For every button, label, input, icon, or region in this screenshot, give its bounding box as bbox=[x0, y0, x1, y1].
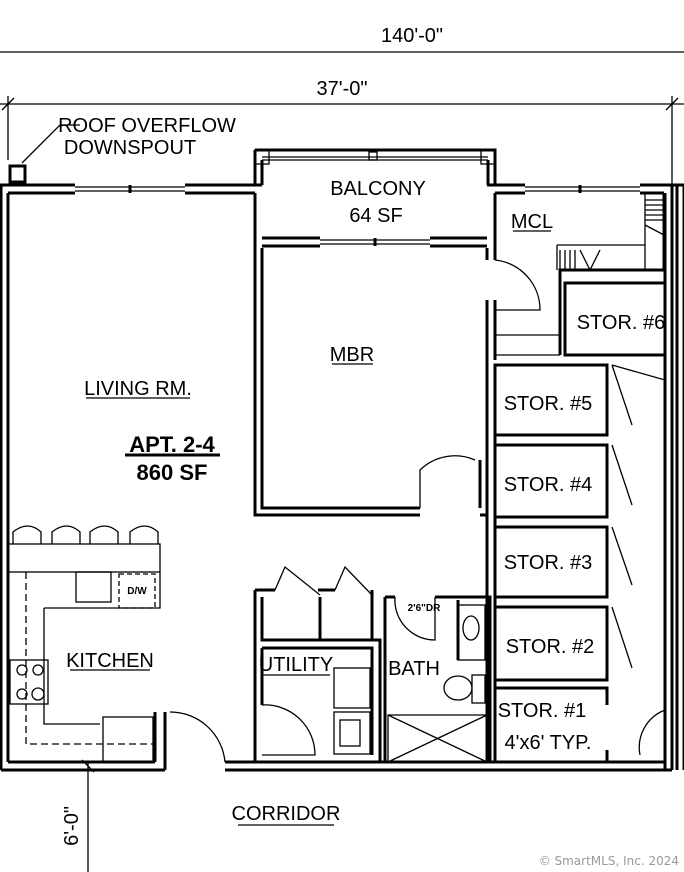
storage-2-label: STOR. #2 bbox=[506, 636, 595, 658]
unit-width-dimension: 37'-0" bbox=[317, 78, 368, 100]
roof-overflow-note: ROOF OVERFLOW DOWNSPOUT bbox=[8, 115, 236, 184]
storage-6-label: STOR. #6 bbox=[577, 312, 666, 334]
kitchen-fixtures bbox=[7, 525, 161, 763]
bath-door-label: 2'6"DR bbox=[408, 603, 441, 614]
unit-area: 860 SF bbox=[137, 460, 208, 485]
svg-text:DOWNSPOUT: DOWNSPOUT bbox=[64, 137, 196, 159]
downspout bbox=[8, 164, 27, 184]
balcony-area: 64 SF bbox=[349, 205, 402, 227]
storage-size-note: 4'x6' TYP. bbox=[505, 732, 592, 754]
utility-label: UTILITY bbox=[259, 654, 333, 676]
storage-1-label: STOR. #1 bbox=[498, 700, 587, 722]
copyright-watermark: © SmartMLS, Inc. 2024 bbox=[539, 854, 679, 868]
corridor-label: CORRIDOR bbox=[232, 803, 341, 825]
kitchen-label: KITCHEN bbox=[66, 650, 154, 672]
mcl-label: MCL bbox=[511, 211, 553, 233]
room-labels: BALCONY 64 SF MBR MCL LIVING RM. APT. 2-… bbox=[66, 178, 666, 826]
dishwasher-label: D/W bbox=[127, 586, 147, 597]
unit-name: APT. 2-4 bbox=[129, 432, 215, 457]
storage-5-label: STOR. #5 bbox=[504, 393, 593, 415]
living-room-label: LIVING RM. bbox=[84, 378, 192, 400]
balcony-label: BALCONY bbox=[330, 178, 426, 200]
overall-dimension: 140'-0" bbox=[381, 25, 443, 47]
storage-4-label: STOR. #4 bbox=[504, 474, 593, 496]
svg-text:ROOF OVERFLOW: ROOF OVERFLOW bbox=[58, 115, 236, 137]
corridor-offset-dimension: 6'-0" bbox=[61, 806, 83, 846]
walls bbox=[0, 148, 684, 772]
storage-3-label: STOR. #3 bbox=[504, 552, 593, 574]
mbr-label: MBR bbox=[330, 344, 374, 366]
bath-label: BATH bbox=[388, 658, 440, 680]
